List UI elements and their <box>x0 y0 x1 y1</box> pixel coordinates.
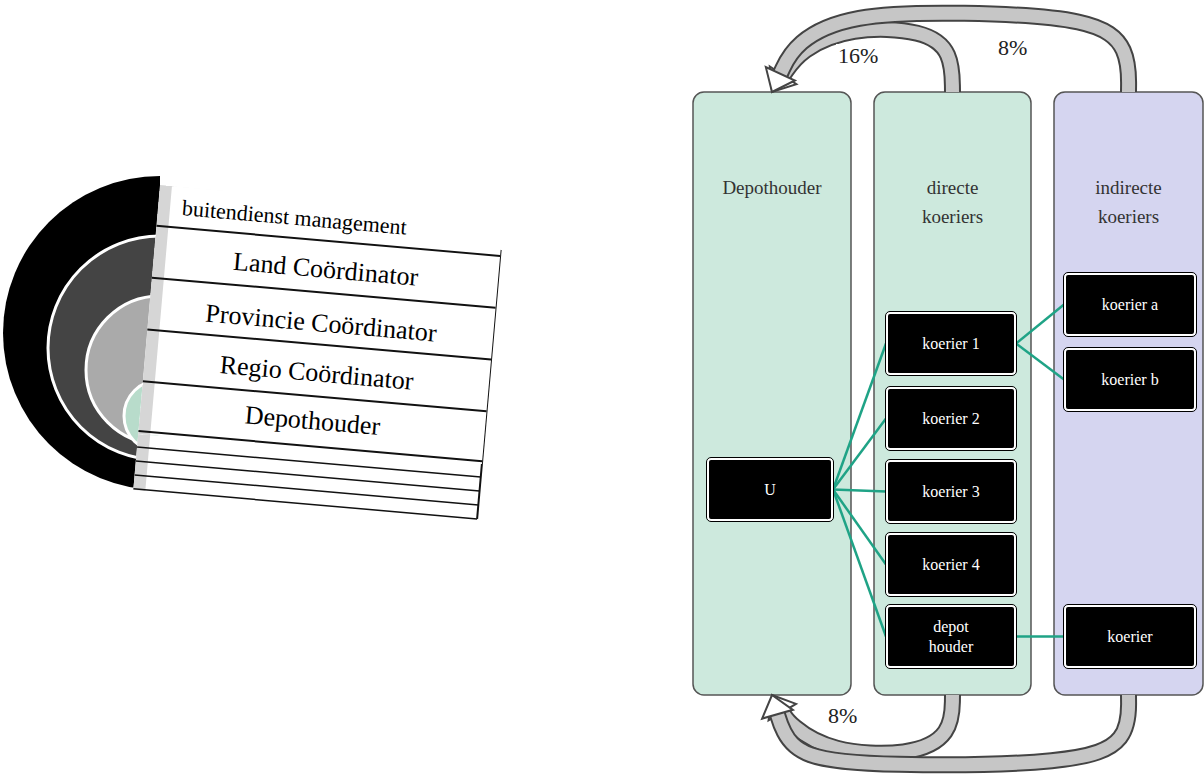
percentage-label: 8% <box>996 36 1029 60</box>
connector-line <box>833 344 886 490</box>
arrow-outline <box>780 13 1128 92</box>
column-heading: indirecte koeriers <box>1084 174 1174 231</box>
courier-box: koerier 2 <box>886 387 1016 450</box>
node-text: Provincie Coördinator <box>204 298 438 348</box>
column-heading: directe koeriers <box>908 174 998 231</box>
node-text: koerier 3 <box>922 482 979 501</box>
flow-arrow <box>762 695 1128 765</box>
node-text: Depothouder <box>244 400 382 442</box>
courier-box: koerier 3 <box>886 460 1016 523</box>
column-fill <box>874 92 1031 695</box>
connector-path <box>833 419 886 490</box>
connector-path <box>1016 344 1064 380</box>
courier-box: koerier 4 <box>886 533 1016 596</box>
node-text: koerier b <box>1101 370 1158 389</box>
courier-box: koerier b <box>1064 348 1196 411</box>
node-text: depot houder <box>913 617 989 655</box>
user-box: U <box>707 458 833 521</box>
level-band: Land Coördinator <box>152 225 501 312</box>
connector-line <box>1016 636 1064 637</box>
percentage-label: 8% <box>826 704 859 728</box>
connector-path <box>1016 635 1064 638</box>
node-text: koerier 4 <box>922 555 979 574</box>
stripe <box>135 475 479 505</box>
flow-arrow <box>766 13 1129 92</box>
arrow-body <box>777 695 1128 765</box>
column-heading: Depothouder <box>722 174 821 203</box>
column-panel: directe koeriers koerier 1 koerier 2 koerie… <box>874 92 1031 695</box>
depot-box: depot houder <box>886 605 1016 668</box>
connector-line <box>833 490 886 492</box>
connector-line <box>1016 305 1064 344</box>
node-text: Land Coördinator <box>232 246 419 292</box>
column-panel: indirecte koeriers koerier a koerier b koer… <box>1054 92 1203 695</box>
connector-path <box>833 490 886 637</box>
connector-line <box>833 490 886 637</box>
panel-heading: buitendienst management <box>157 185 408 241</box>
level-band: Regio Coördinator <box>142 328 491 415</box>
connector-line <box>833 419 886 490</box>
arrow-head <box>762 695 793 719</box>
level-band: Depothouder <box>138 380 486 462</box>
outer-arc <box>3 176 160 490</box>
node-text: Regio Coördinator <box>219 349 415 396</box>
connector-line <box>833 490 886 565</box>
courier-box: koerier a <box>1064 273 1196 336</box>
connector-line <box>1016 344 1064 380</box>
connector-path <box>833 490 886 492</box>
column-fill <box>693 92 851 695</box>
column-fill <box>1054 92 1203 695</box>
node-text: koerier <box>1107 627 1152 646</box>
level-band: Provincie Coördinator <box>147 277 496 368</box>
connector-path <box>833 490 886 565</box>
arrow-body <box>780 13 1128 92</box>
connector-path <box>1016 305 1064 344</box>
node-text: U <box>764 480 776 499</box>
stripe <box>133 489 477 519</box>
column-panel: DepothouderU <box>693 92 851 695</box>
node-text: koerier a <box>1102 295 1158 314</box>
connector-path <box>833 344 886 490</box>
percentage-label: 16% <box>836 44 880 68</box>
node-text: koerier 2 <box>922 409 979 428</box>
stripe <box>136 461 480 491</box>
courier-box: koerier <box>1064 605 1196 668</box>
arrow-outline <box>777 695 1128 765</box>
node-text: koerier 1 <box>922 334 979 353</box>
arrow-head <box>766 67 795 92</box>
org-panel: buitendienst managementLand CoördinatorP… <box>138 185 503 464</box>
courier-box: koerier 1 <box>886 312 1016 375</box>
